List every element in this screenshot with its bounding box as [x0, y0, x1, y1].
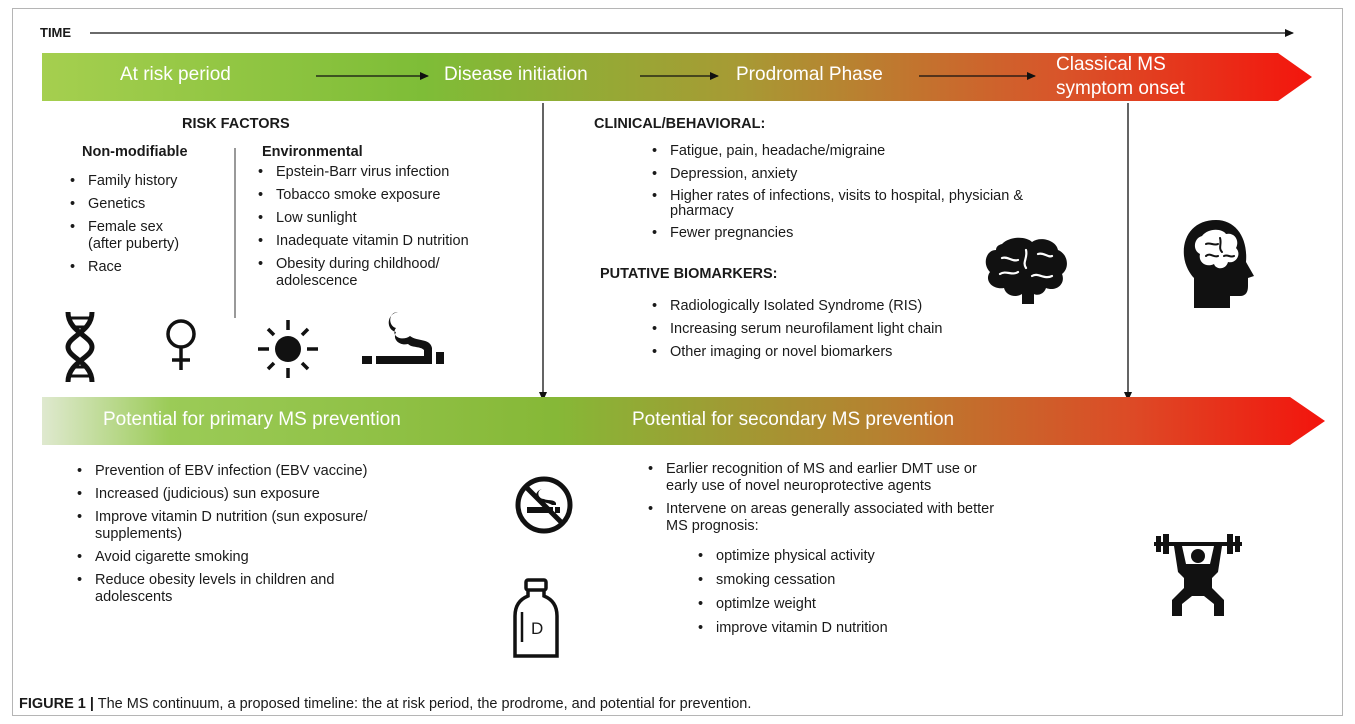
non-modifiable-header: Non-modifiable	[82, 144, 188, 160]
brain-icon	[985, 237, 1067, 304]
list-item: Radiologically Isolated Syndrome (RIS)	[650, 298, 942, 315]
stage-symptom-onset-label: Classical MS symptom onset	[1056, 53, 1185, 101]
list-item: Tobacco smoke exposure	[256, 187, 469, 204]
sun-icon	[258, 320, 318, 378]
biomarkers-list: Radiologically Isolated Syndrome (RIS) I…	[650, 298, 942, 367]
primary-prevention-label: Potential for primary MS prevention	[103, 409, 401, 430]
secondary-prevention-list: Earlier recognition of MS and earlier DM…	[646, 461, 994, 541]
list-item: Improve vitamin D nutrition (sun exposur…	[75, 509, 367, 543]
list-item: optimize physical activity	[696, 548, 888, 565]
head-brain-icon	[1183, 220, 1254, 308]
list-item: Increasing serum neurofilament light cha…	[650, 321, 942, 338]
list-item: optimlze weight	[696, 596, 888, 613]
biomarkers-header: PUTATIVE BIOMARKERS:	[600, 266, 778, 282]
bottle-shape	[513, 578, 559, 658]
stage-disease-initiation-label: Disease initiation	[444, 64, 588, 85]
secondary-prevention-sublist: optimize physical activity smoking cessa…	[696, 548, 888, 644]
list-item: Fatigue, pain, headache/migraine	[650, 143, 1023, 160]
caption-label: FIGURE 1 |	[19, 696, 94, 712]
list-item: Female sex (after puberty)	[68, 219, 179, 253]
list-item: Intervene on areas generally associated …	[646, 501, 994, 535]
list-item: Prevention of EBV infection (EBV vaccine…	[75, 463, 367, 480]
list-item: smoking cessation	[696, 572, 888, 589]
list-item: Low sunlight	[256, 210, 469, 227]
list-item: Epstein-Barr virus infection	[256, 164, 469, 181]
list-item: Reduce obesity levels in children and ad…	[75, 572, 367, 606]
stage-symptom-onset-line1: Classical MS	[1056, 54, 1166, 75]
secondary-prevention-label: Potential for secondary MS prevention	[632, 409, 955, 430]
list-item: Inadequate vitamin D nutrition	[256, 233, 469, 250]
environmental-list: Epstein-Barr virus infection Tobacco smo…	[256, 164, 469, 296]
vitamin-d-label: D	[531, 619, 544, 638]
time-label: TIME	[40, 25, 72, 40]
list-item: Avoid cigarette smoking	[75, 549, 367, 566]
environmental-header: Environmental	[262, 144, 363, 160]
non-modifiable-list: Family history Genetics Female sex (afte…	[68, 173, 179, 282]
risk-factors-title: RISK FACTORS	[182, 116, 290, 132]
list-item: Race	[68, 259, 179, 276]
list-item: Genetics	[68, 196, 179, 213]
figure-frame	[12, 8, 1343, 716]
list-item: Increased (judicious) sun exposure	[75, 486, 367, 503]
no-smoking-icon	[515, 476, 573, 534]
smoking-icon	[362, 312, 444, 364]
dna-icon	[65, 311, 95, 383]
weightlifter-icon	[1154, 534, 1242, 616]
list-item: Family history	[68, 173, 179, 190]
list-item: Other imaging or novel biomarkers	[650, 344, 942, 361]
female-symbol-icon	[166, 319, 196, 370]
list-item: Obesity during childhood/ adolescence	[256, 256, 469, 290]
figure-caption: FIGURE 1 | The MS continuum, a proposed …	[19, 696, 751, 712]
vitamin-d-bottle-icon: D	[512, 578, 560, 660]
top-timeline-band	[42, 53, 1312, 101]
list-item: Fewer pregnancies	[650, 225, 1023, 242]
list-item: Depression, anxiety	[650, 166, 1023, 183]
clinical-list: Fatigue, pain, headache/migraine Depress…	[650, 143, 1023, 248]
stage-at-risk-label: At risk period	[120, 64, 231, 85]
stage-prodromal-label: Prodromal Phase	[736, 64, 883, 85]
bottom-prevention-band	[42, 397, 1325, 445]
stage-symptom-onset-line2: symptom onset	[1056, 78, 1185, 99]
primary-prevention-list: Prevention of EBV infection (EBV vaccine…	[75, 463, 367, 612]
list-item: Higher rates of infections, visits to ho…	[650, 189, 1023, 219]
clinical-header: CLINICAL/BEHAVIORAL:	[594, 116, 766, 132]
list-item: improve vitamin D nutrition	[696, 620, 888, 637]
caption-text: The MS continuum, a proposed timeline: t…	[93, 696, 752, 712]
list-item: Earlier recognition of MS and earlier DM…	[646, 461, 994, 495]
